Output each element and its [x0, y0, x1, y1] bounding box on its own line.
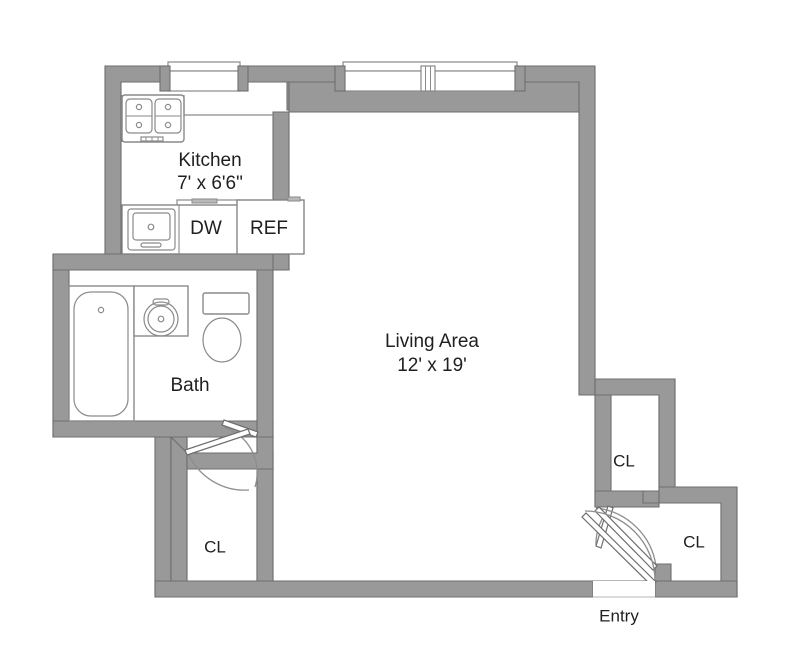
entry-door-jamb-stub: [654, 563, 672, 582]
labels-group: Kitchen 7' x 6'6" DW REF Bath Living Are…: [170, 150, 704, 625]
bath-label: Bath: [170, 375, 209, 396]
closet-left-west-wall: [170, 436, 188, 582]
refrigerator-label: REF: [250, 218, 288, 239]
kitchen-south-wall: [52, 253, 290, 271]
bath-fixtures-group: [68, 285, 250, 422]
bottom-exterior-wall: [154, 580, 594, 598]
bottom-exterior-wall-right: [654, 580, 738, 598]
kitchen-sink-icon: [127, 208, 176, 251]
bathtub-icon: [68, 285, 135, 422]
closet-label-right-upper: CL: [613, 451, 635, 470]
bath-east-wall: [256, 269, 274, 438]
entry-label: Entry: [599, 606, 639, 625]
window-right: [334, 61, 526, 92]
toilet-icon: [202, 317, 242, 363]
stove-range-icon: [121, 94, 185, 143]
window-left: [159, 61, 249, 92]
windows-group: [159, 61, 526, 92]
bathroom-sink-icon: [133, 285, 189, 337]
dishwasher-label: DW: [190, 218, 222, 239]
closet-left-east-wall: [256, 452, 274, 582]
medicine-cabinet-icon: [202, 292, 250, 315]
kitchen-label: Kitchen: [178, 150, 241, 171]
kitchen-partition-wall: [247, 81, 290, 111]
living-area-dimensions: 12' x 19': [397, 355, 467, 376]
closet-right-divider-wall: [642, 490, 660, 504]
entry-door: [581, 510, 657, 598]
closet-right-upper-angled-wall: [594, 379, 612, 508]
closet-door-left: [184, 428, 251, 491]
closet-label-left: CL: [204, 537, 226, 556]
closet-label-right-lower: CL: [683, 532, 705, 551]
kitchen-dimensions: 7' x 6'6": [177, 173, 243, 194]
doors-group: [184, 419, 658, 598]
closet-left-north-wall: [169, 436, 274, 470]
kitchen-fixtures-group: [121, 94, 305, 255]
walls-group: [52, 65, 738, 598]
living-area-label: Living Area: [385, 331, 479, 352]
refrigerator-icon: [236, 196, 305, 255]
